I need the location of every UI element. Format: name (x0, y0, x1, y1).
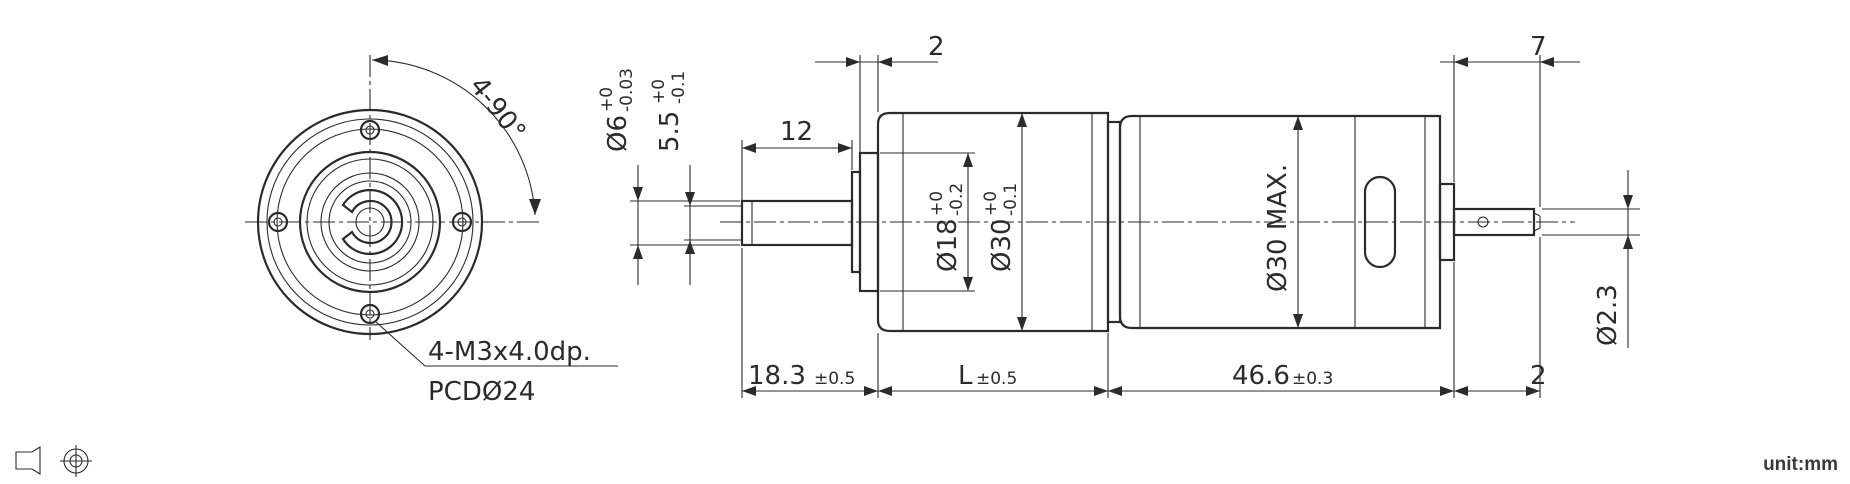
third-angle-projection-icon (15, 445, 92, 477)
dim-183-main: 18.3 (748, 361, 806, 391)
dim-55-lower: -0.1 (669, 71, 689, 104)
unit-label: unit:mm (1763, 454, 1838, 475)
dim-55-upper: +0 (649, 79, 669, 104)
dim-thread-label: 4-M3x4.0dp. (428, 337, 591, 367)
dim-phi23-label: Ø2.3 (1593, 284, 1623, 346)
dim-phi30-main: Ø30 (987, 218, 1017, 272)
dim-55-main: 5.5 (655, 111, 685, 152)
dim-183-tol: ±0.5 (814, 369, 855, 389)
dim-L-main: L (958, 361, 973, 391)
dim-phi6-upper: +0 (597, 87, 617, 112)
dim-phi30-upper: +0 (981, 191, 1001, 216)
dimension-lines (630, 55, 1640, 398)
dim-2-bottom-label: 2 (1530, 361, 1547, 391)
dim-angle-label: 4-90° (463, 71, 531, 146)
dim-L-tol: ±0.5 (976, 369, 1017, 389)
dim-phi30-lower: -0.1 (1001, 183, 1021, 216)
dim-phi18-main: Ø18 (933, 218, 963, 272)
front-view (245, 55, 618, 367)
dim-466-main: 46.6 (1232, 361, 1290, 391)
side-view (720, 111, 1575, 333)
dim-12-label: 12 (780, 117, 813, 147)
dim-pcd-label: PCDØ24 (428, 377, 535, 407)
dim-466-tol: ±0.3 (1292, 369, 1333, 389)
dim-phi6-main: Ø6 (603, 115, 633, 152)
dim-phi6-lower: -0.03 (617, 68, 637, 112)
dim-phi18-upper: +0 (927, 191, 947, 216)
dim-phi18-lower: -0.2 (947, 183, 967, 216)
dim-7-label: 7 (1530, 32, 1547, 62)
dim-phi30-max-label: Ø30 MAX. (1263, 164, 1293, 292)
dim-2-top-label: 2 (928, 32, 945, 62)
